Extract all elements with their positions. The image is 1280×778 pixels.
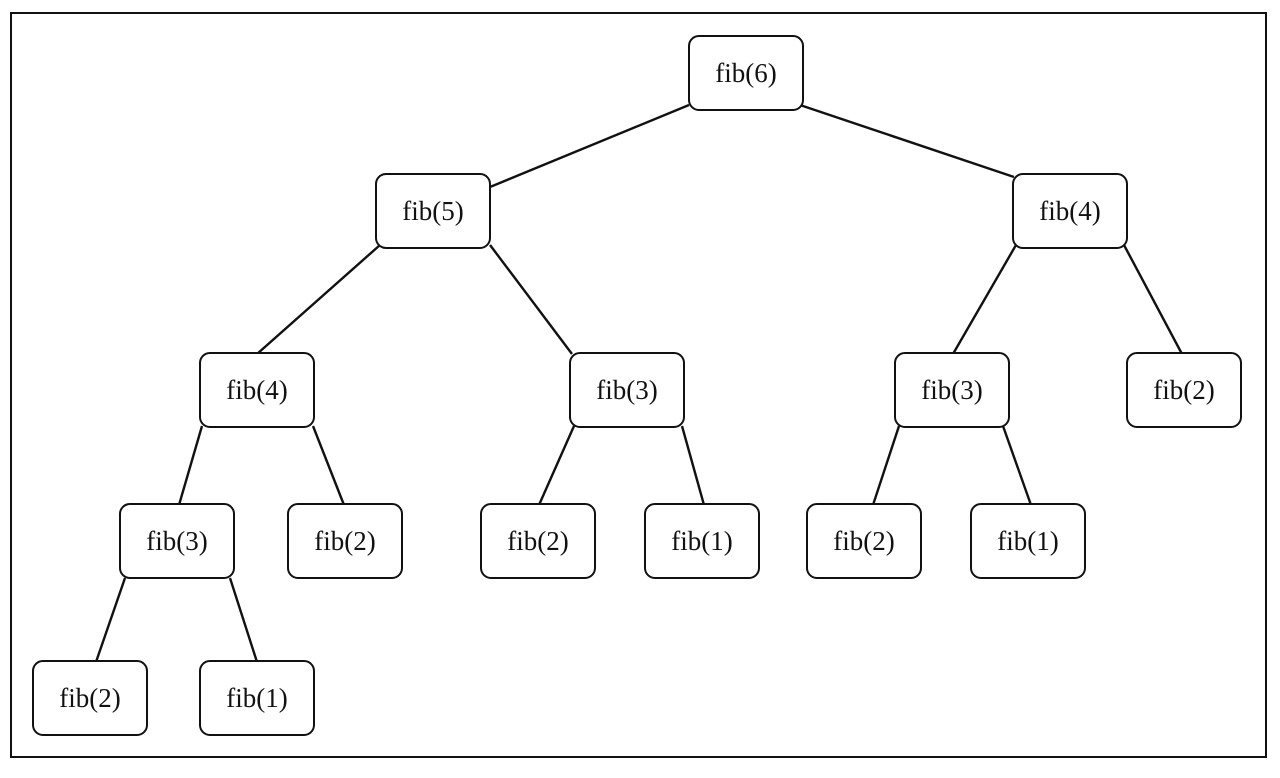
node-fib2-d: fib(2): [32, 660, 148, 736]
edge-fib6-fib4: [799, 103, 1015, 179]
node-fib2-b: fib(2): [480, 503, 596, 579]
node-fib1-b: fib(1): [970, 503, 1086, 579]
edge-fib5-fib4: [256, 244, 381, 355]
node-fib4-right: fib(4): [1012, 173, 1128, 249]
edge-fib5-fib3: [489, 244, 573, 355]
edge-fib3-fib2-mid: [537, 425, 576, 506]
edge-fib4-fib3-left: [177, 425, 204, 506]
node-fib2-c: fib(2): [806, 503, 922, 579]
edge-fib3-fib2-right: [871, 425, 901, 506]
edge-fib3-fib1-bottom: [228, 577, 259, 663]
node-fib2-a: fib(2): [287, 503, 403, 579]
node-fib1-a: fib(1): [644, 503, 760, 579]
node-fib2-far-right: fib(2): [1126, 352, 1242, 428]
node-fib3-mid: fib(3): [569, 352, 685, 428]
edge-fib4-fib2: [1122, 244, 1184, 355]
node-fib5: fib(5): [375, 173, 491, 249]
node-fib1-c: fib(1): [199, 660, 315, 736]
edge-fib3-fib1-mid: [680, 425, 706, 506]
edge-fib3-fib2-bottom: [94, 577, 127, 663]
edge-fib4-fib2-left: [311, 425, 346, 506]
node-fib4-left: fib(4): [199, 352, 315, 428]
edge-fib3-fib1-right: [1001, 425, 1033, 506]
diagram-frame: [10, 12, 1267, 758]
edge-fib4-fib3: [951, 244, 1018, 355]
node-fib3-right: fib(3): [894, 352, 1010, 428]
node-fib6-root: fib(6): [688, 35, 804, 111]
edge-fib6-fib5: [489, 103, 690, 189]
node-fib3-left: fib(3): [119, 503, 235, 579]
